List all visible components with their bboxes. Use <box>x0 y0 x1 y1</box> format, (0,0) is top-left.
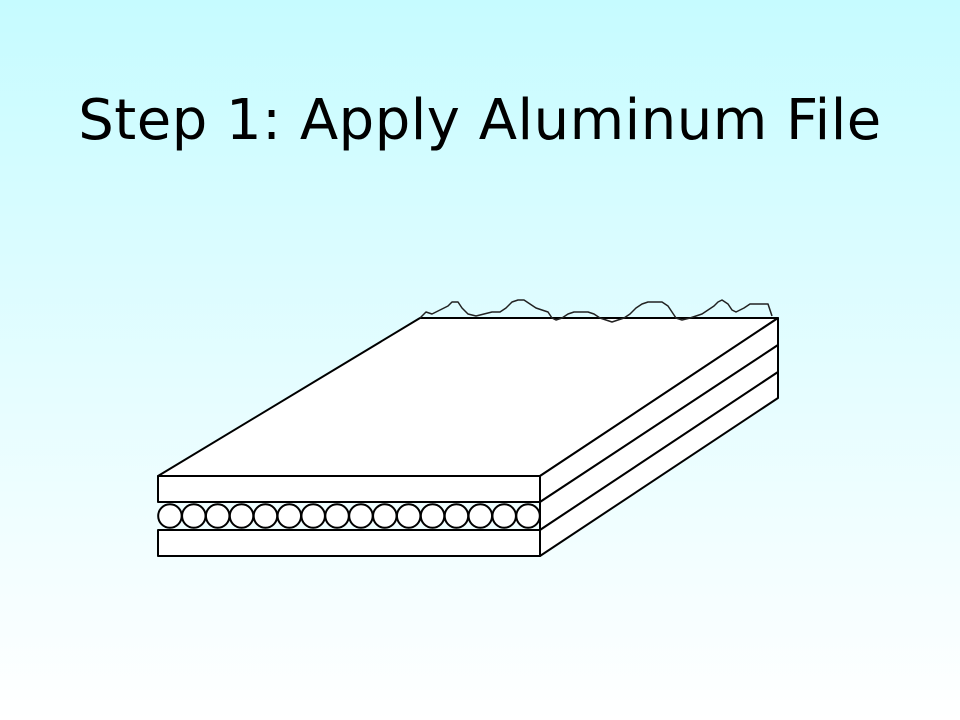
fiber-row <box>157 503 541 529</box>
fiber-circle <box>300 503 326 529</box>
slide-title: Step 1: Apply Aluminum File <box>78 88 882 153</box>
fiber-circle <box>157 503 183 529</box>
fiber-circle <box>324 503 350 529</box>
fiber-circle <box>395 503 422 529</box>
fiber-circle <box>276 503 303 529</box>
top-layer-front <box>157 475 541 503</box>
fiber-circle <box>348 503 374 529</box>
fiber-circle <box>467 503 494 529</box>
fiber-circle <box>515 503 541 529</box>
fiber-circle <box>372 503 398 529</box>
fiber-circle <box>491 503 517 529</box>
fiber-circle <box>228 503 255 529</box>
foil-torn-edge <box>419 299 773 323</box>
fiber-circle <box>443 503 470 529</box>
fiber-circle <box>204 503 231 529</box>
fiber-circle <box>252 503 279 529</box>
bottom-layer-front <box>157 529 541 557</box>
fiber-circle <box>419 503 446 529</box>
fiber-circle <box>181 503 207 529</box>
